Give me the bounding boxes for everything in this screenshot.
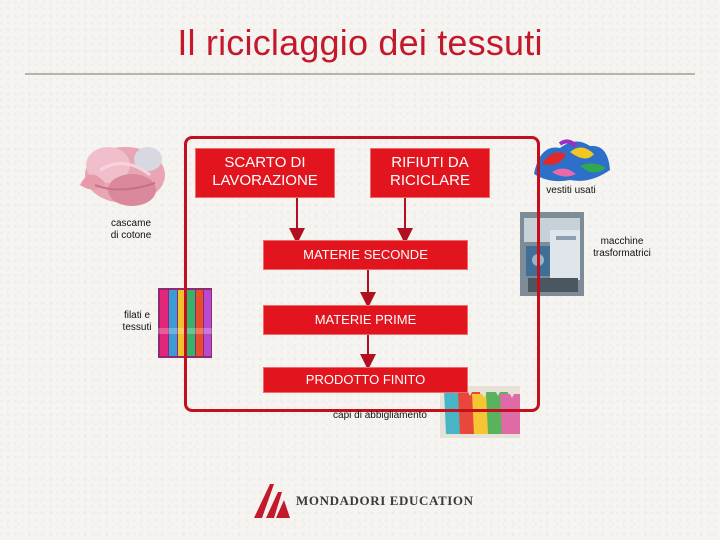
macchine-line-2: trasformatrici (584, 248, 660, 260)
filati-label: filati e tessuti (112, 310, 162, 334)
vestiti-label: vestiti usati (536, 185, 606, 197)
cotton-waste-image (70, 135, 168, 215)
materie-seconde-box: MATERIE SECONDE (263, 240, 468, 270)
cascame-label: cascame di cotone (100, 218, 162, 242)
materie-prime-box: MATERIE PRIME (263, 305, 468, 335)
scarto-line-1: SCARTO DI (195, 154, 335, 172)
capi-label: capi di abbigliamento (318, 410, 442, 422)
macchine-label: macchine trasformatrici (584, 236, 660, 260)
prodotto-finito-box: PRODOTTO FINITO (263, 367, 468, 393)
rifiuti-line-1: RIFIUTI DA (370, 154, 490, 172)
mondadori-logo-icon (250, 478, 294, 522)
cascame-line-1: cascame (100, 218, 162, 230)
filati-line-2: tessuti (112, 322, 162, 334)
logo-text: MONDADORI EDUCATION (296, 493, 474, 509)
scarto-line-2: LAVORAZIONE (195, 172, 335, 190)
title-divider (25, 73, 695, 75)
filati-line-1: filati e (112, 310, 162, 322)
rifiuti-riciclare-box: RIFIUTI DA RICICLARE (370, 148, 490, 198)
used-clothes-image (530, 134, 612, 186)
rifiuti-line-2: RICICLARE (370, 172, 490, 190)
page-title: Il riciclaggio dei tessuti (0, 22, 720, 64)
scarto-lavorazione-box: SCARTO DI LAVORAZIONE (195, 148, 335, 198)
cascame-line-2: di cotone (100, 230, 162, 242)
publisher-logo: MONDADORI EDUCATION (250, 478, 480, 522)
macchine-line-1: macchine (584, 236, 660, 248)
